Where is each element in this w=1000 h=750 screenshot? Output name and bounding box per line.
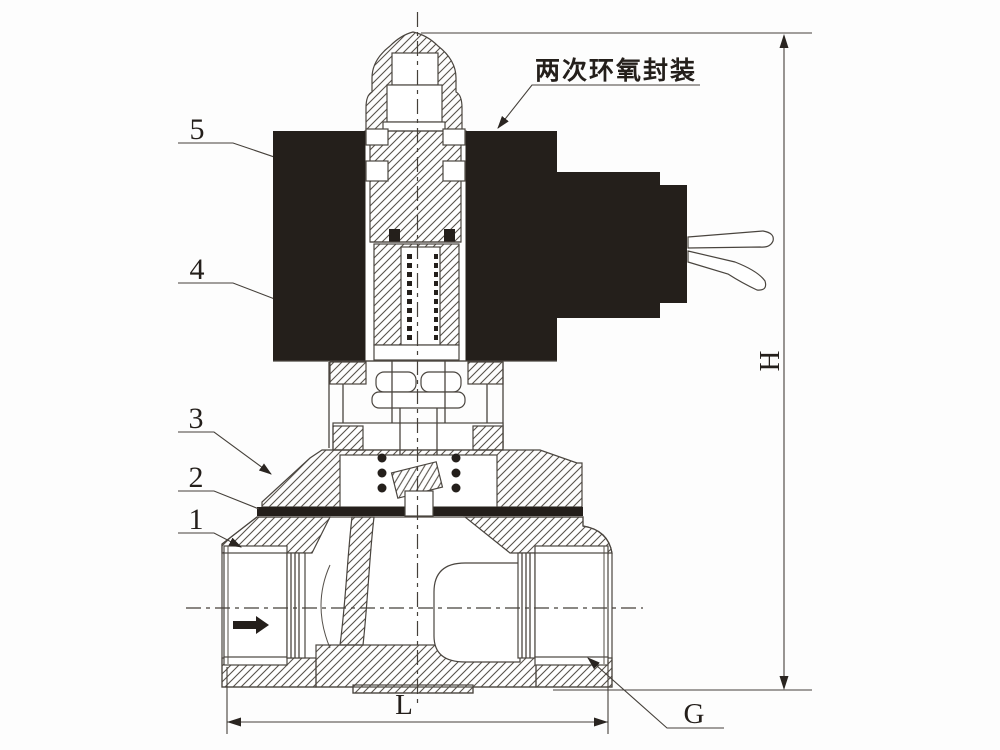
- core-tube-assembly: [364, 128, 467, 362]
- flange-end-left: [332, 425, 364, 451]
- arrow-left-icon: [227, 717, 241, 727]
- spring-left-coil: [404, 250, 412, 342]
- spring-right-coil: [430, 250, 438, 342]
- top-cap: [365, 31, 463, 137]
- leader-part-3: [178, 431, 272, 475]
- lead-wire-lower: [687, 250, 767, 291]
- gland-nut-lower: [371, 391, 466, 409]
- spring-dot: [377, 483, 387, 493]
- part-label-4: 4: [190, 253, 205, 286]
- spring-dot: [451, 453, 461, 463]
- epoxy-annotation: 两次环氧封装: [535, 57, 697, 85]
- spring-dot: [377, 468, 387, 478]
- flow-direction-arrow-icon: [233, 616, 269, 634]
- gland-nut-left: [375, 371, 417, 393]
- lead-wire-upper: [687, 230, 774, 249]
- spring-dot: [451, 483, 461, 493]
- outlet-port: [433, 545, 609, 666]
- cap-nut: [386, 84, 443, 123]
- part-label-5: 5: [190, 113, 205, 146]
- bobbin-notch: [442, 160, 466, 182]
- leader-epoxy-note: [497, 84, 700, 129]
- yoke-foot-right: [467, 361, 504, 385]
- connector-housing: [557, 172, 687, 318]
- bobbin-notch: [442, 128, 466, 146]
- leader-part-2: [178, 490, 260, 510]
- dimension-l: [226, 660, 609, 734]
- fixed-core: [369, 130, 462, 243]
- part-label-2: 2: [189, 461, 204, 494]
- pilot-springs: [377, 453, 461, 493]
- body-bottom-boss: [352, 684, 474, 694]
- thread-crest-bottom: [223, 656, 288, 666]
- leader-thread-g: [587, 657, 724, 729]
- inlet-passage-curve: [320, 564, 331, 649]
- leader-lines-over: [178, 84, 724, 729]
- outlet-cavity: [534, 552, 609, 659]
- leader-part-1: [178, 532, 242, 548]
- shading-ring-right: [444, 229, 455, 242]
- gland-nut-right: [420, 371, 462, 393]
- thread-pack: [286, 552, 306, 659]
- inlet-cavity: [223, 552, 288, 659]
- part-label-3: 3: [189, 402, 204, 435]
- thread-crest-bottom: [534, 656, 609, 666]
- cap-inner-upper: [391, 52, 439, 86]
- part-label-1: 1: [189, 503, 204, 536]
- inlet-port: [223, 545, 331, 666]
- pilot-seat: [404, 490, 434, 517]
- dimension-h: [421, 32, 812, 691]
- bobbin-notch: [365, 128, 389, 146]
- coil-left-half: [273, 131, 365, 361]
- yoke-foot-left: [329, 361, 367, 385]
- spring-dot: [377, 453, 387, 463]
- tube-gap: [373, 344, 460, 361]
- solenoid-coil: [273, 131, 774, 361]
- outlet-chamber-dome: [433, 562, 521, 663]
- bobbin-notch: [365, 160, 389, 182]
- dim-label-l: L: [395, 689, 413, 721]
- shading-ring-left: [389, 229, 400, 242]
- dim-label-g: G: [684, 698, 705, 730]
- dim-label-h: H: [754, 350, 786, 371]
- arrow-up-icon: [779, 34, 789, 48]
- spring-dot: [451, 468, 461, 478]
- arrow-down-icon: [779, 676, 789, 690]
- valve-seat-partition: [339, 516, 375, 646]
- coil-right-half: [466, 131, 557, 361]
- flange-end-right: [472, 425, 504, 451]
- arrow-right-icon: [594, 717, 608, 727]
- body-shoulder-right: [463, 516, 613, 554]
